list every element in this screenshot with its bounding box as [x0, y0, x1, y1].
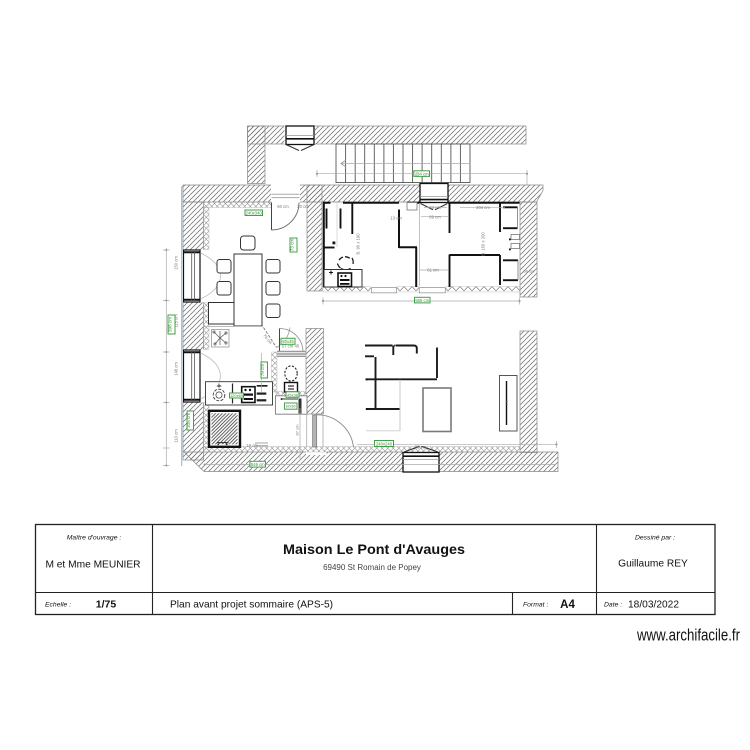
- svg-text:Dessiné par :: Dessiné par :: [635, 535, 675, 542]
- svg-text:Plan avant projet sommaire (AP: Plan avant projet sommaire (APS-5): [170, 600, 333, 611]
- svg-text:150 cm: 150 cm: [174, 256, 179, 270]
- svg-text:18 cm: 18 cm: [246, 443, 258, 448]
- svg-text:45: 45: [295, 344, 300, 349]
- svg-text:60 cm: 60 cm: [277, 204, 289, 209]
- svg-text:87 cm: 87 cm: [295, 424, 300, 436]
- svg-text:M et Mme MEUNIER: M et Mme MEUNIER: [45, 560, 140, 571]
- svg-text:110 cm: 110 cm: [174, 429, 179, 443]
- svg-text:284 cm: 284 cm: [415, 171, 429, 176]
- svg-text:45x38: 45x38: [287, 392, 299, 397]
- svg-text:www.archifacile.fr: www.archifacile.fr: [636, 626, 740, 645]
- svg-text:89 cm: 89 cm: [429, 214, 441, 219]
- svg-text:50 cm: 50 cm: [524, 269, 536, 274]
- svg-text:80x45: 80x45: [282, 339, 294, 344]
- svg-text:TV: TV: [504, 400, 509, 405]
- svg-text:18/03/2022: 18/03/2022: [628, 600, 679, 611]
- svg-text:60x60: 60x60: [286, 405, 296, 409]
- svg-text:240x340: 240x340: [246, 210, 263, 215]
- svg-text:Date :: Date :: [604, 602, 622, 609]
- svg-text:57 cm: 57 cm: [282, 344, 294, 349]
- svg-text:B. 90 x 190: B. 90 x 190: [356, 233, 361, 255]
- svg-text:148 cm: 148 cm: [174, 362, 179, 376]
- svg-text:240x240: 240x240: [376, 441, 393, 446]
- svg-text:Guillaume REY: Guillaume REY: [618, 559, 688, 570]
- svg-text:13 cm: 13 cm: [390, 216, 402, 221]
- svg-text:B. 160 x 200: B. 160 x 200: [481, 232, 486, 256]
- svg-text:Maison Le Pont d'Avauges: Maison Le Pont d'Avauges: [283, 541, 465, 557]
- svg-text:Echelle :: Echelle :: [45, 602, 71, 609]
- svg-text:76 cm: 76 cm: [262, 333, 273, 345]
- svg-text:204 cm: 204 cm: [476, 205, 490, 210]
- svg-text:61 cm: 61 cm: [427, 268, 439, 273]
- svg-text:73 cm: 73 cm: [429, 205, 441, 210]
- svg-text:88 cm: 88 cm: [415, 444, 427, 449]
- svg-text:20 cm: 20 cm: [297, 204, 309, 209]
- svg-text:69490 St Romain de Popey: 69490 St Romain de Popey: [323, 563, 421, 572]
- svg-text:105 cm: 105 cm: [186, 413, 191, 428]
- svg-text:115 cm: 115 cm: [174, 314, 179, 328]
- svg-text:398 cm: 398 cm: [168, 317, 173, 332]
- svg-text:1/75: 1/75: [96, 599, 117, 611]
- svg-text:Format :: Format :: [523, 602, 548, 609]
- svg-text:73 cm: 73 cm: [290, 239, 295, 252]
- svg-text:79 cm: 79 cm: [260, 364, 265, 377]
- svg-text:A4: A4: [560, 599, 575, 611]
- svg-text:120x65: 120x65: [230, 393, 244, 398]
- svg-text:Maître d'ouvrage :: Maître d'ouvrage :: [67, 535, 122, 542]
- svg-text:565 cm: 565 cm: [415, 298, 429, 303]
- svg-text:546 cm: 546 cm: [251, 462, 265, 467]
